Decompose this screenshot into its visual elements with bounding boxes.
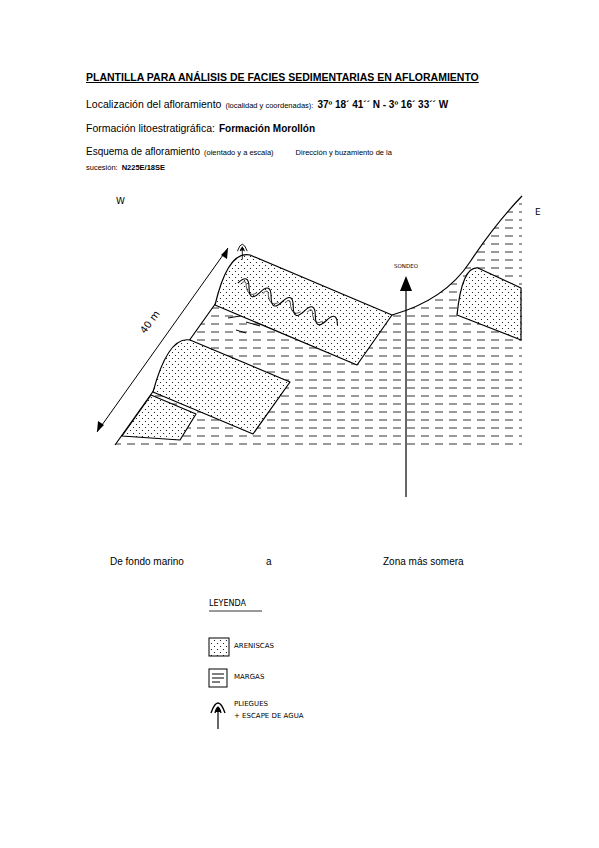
field-value: 37º 18´ 41´´ N - 3º 16´ 33´´ W [317, 99, 448, 110]
field-label: Localización del afloramiento [86, 98, 221, 110]
dimension-line [97, 248, 228, 432]
legend-heading-underline [209, 611, 262, 612]
field-value: N225E/18SE [122, 163, 165, 172]
marl-swatch-box [209, 669, 227, 687]
page-title: PLANTILLA PARA ANÁLISIS DE FACIES SEDIME… [86, 71, 479, 83]
marl-swatch [212, 674, 224, 682]
field-label: Esquema de afloramiento [86, 146, 200, 157]
legend-text: MARGAS [234, 673, 264, 681]
field-value: Formación Morollón [219, 123, 315, 134]
trend-label: a [266, 556, 272, 568]
orientation-label: E [535, 207, 541, 217]
water-escape-symbol [237, 244, 247, 259]
trend-label: De fondo marino [110, 556, 184, 568]
trend-label: Zona más somera [383, 556, 464, 568]
orientation-label: W [116, 196, 125, 206]
form-line: Formación litoestratigráfica: Formación M… [86, 121, 319, 135]
sandstone-bed [215, 255, 392, 365]
form-line: Esquema de afloramiento (oientado y a esc… [86, 144, 424, 174]
form-line: Localización del afloramiento (localidad … [86, 97, 452, 112]
legend-text: PLIEGUES [234, 700, 268, 708]
borehole-arrow [400, 276, 412, 497]
field-hint: (oientado y a escala) [204, 148, 274, 157]
marl-lens [228, 316, 260, 333]
legend-text: + ESCAPE DE AGUA [234, 712, 304, 720]
sandstone-bed [457, 268, 521, 340]
field-hint: (localidad y coordenadas): [225, 101, 313, 110]
sandstone-swatch [209, 638, 229, 656]
fold-escape-swatch [211, 703, 225, 729]
legend-heading: LEYENDA [209, 599, 246, 608]
sandstone-bed [153, 340, 290, 434]
scale-label: 40 m [138, 308, 162, 336]
field-label: Formación litoestratigráfica: [86, 122, 215, 134]
borehole-label: SONDEO [394, 263, 418, 269]
legend-text: ARENISCAS [234, 642, 274, 650]
